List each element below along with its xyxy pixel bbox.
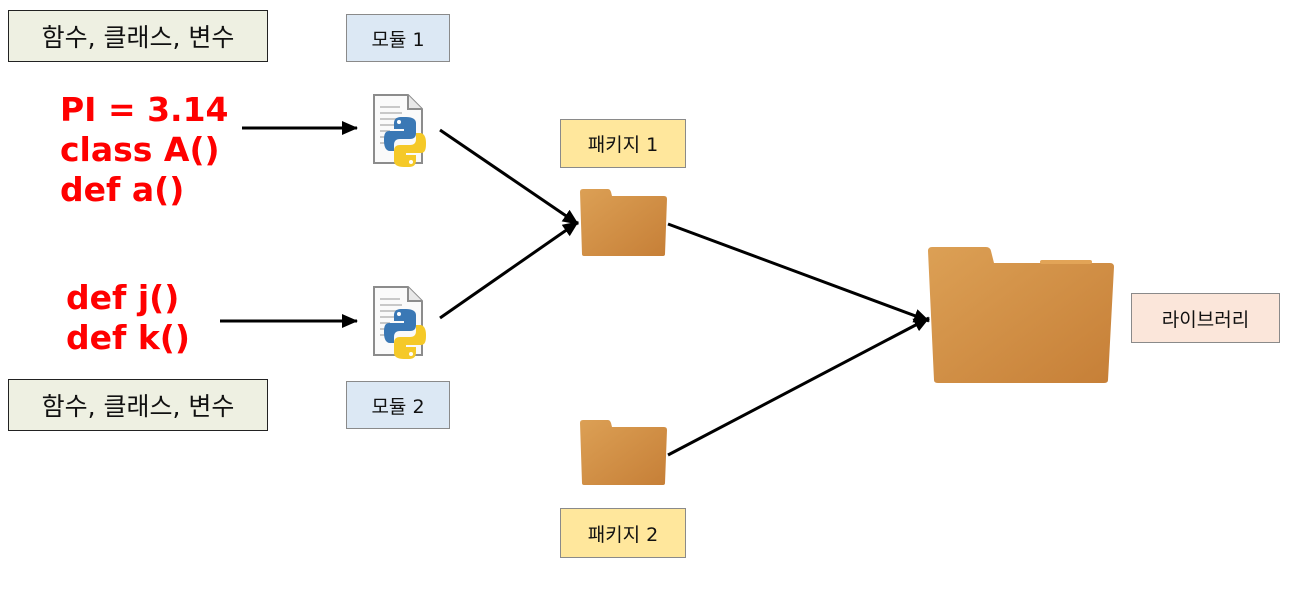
members-label-bottom: 함수, 클래스, 변수	[8, 379, 268, 431]
module1-label-text: 모듈 1	[371, 28, 425, 51]
module1-code: PI = 3.14 class A() def a()	[60, 90, 229, 210]
folder-icon	[580, 189, 667, 256]
code-line: def a()	[60, 170, 185, 209]
package2-label-text: 패키지 2	[587, 523, 659, 546]
code-line: PI = 3.14	[60, 90, 229, 129]
members-label-top: 함수, 클래스, 변수	[8, 10, 268, 62]
code-line: def j()	[66, 278, 180, 317]
package2-label: 패키지 2	[560, 508, 686, 558]
python-file-icon	[373, 286, 426, 359]
folder-icon	[928, 247, 1114, 383]
arrow-package1-to-library	[667, 222, 930, 323]
module2-code: def j() def k()	[66, 278, 190, 358]
arrow-package2-to-library	[667, 316, 930, 457]
module1-label: 모듈 1	[346, 14, 450, 62]
arrow-module1-to-package1	[439, 128, 579, 226]
code-line: def k()	[66, 318, 190, 357]
package1-label-text: 패키지 1	[587, 134, 659, 156]
library-label: 라이브러리	[1131, 293, 1280, 343]
code-line: class A()	[60, 130, 220, 169]
python-file-icon	[373, 94, 426, 167]
module2-label-text: 모듈 2	[371, 395, 425, 418]
members-label-top-text: 함수, 클래스, 변수	[41, 23, 235, 52]
members-label-bottom-text: 함수, 클래스, 변수	[41, 392, 235, 421]
library-label-text: 라이브러리	[1161, 308, 1250, 331]
arrow-module2-to-package1	[439, 220, 579, 320]
module2-label: 모듈 2	[346, 381, 450, 429]
package1-label: 패키지 1	[560, 119, 686, 168]
folder-icon	[580, 420, 667, 485]
